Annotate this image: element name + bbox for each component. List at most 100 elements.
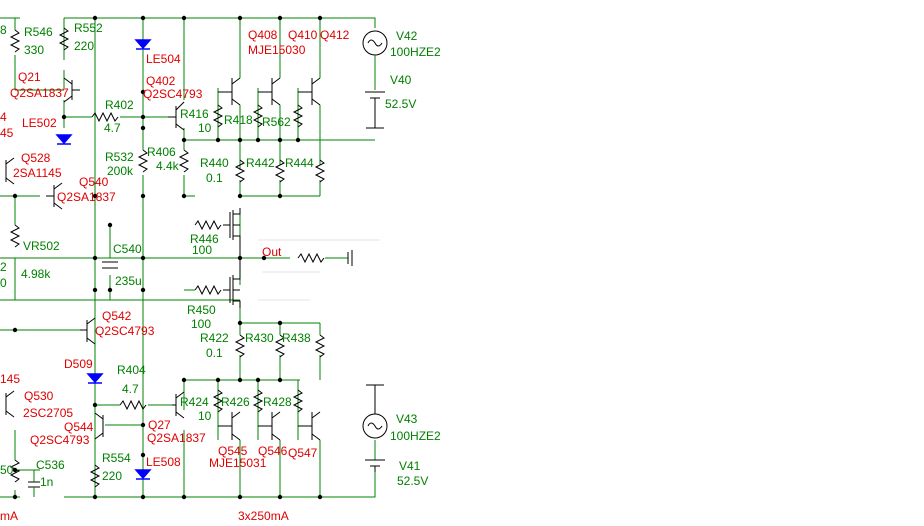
transistor-q544 [94,412,104,440]
label-r404: R404 [117,363,146,377]
resistor-r438 [314,334,326,358]
value-r404: 4.7 [122,382,139,396]
diode-d509 [86,373,104,384]
label-vr502: VR502 [23,239,60,253]
type-q528: 2SA1145 [13,166,62,180]
label-r402: R402 [105,98,134,112]
transistor-q528 [5,157,15,185]
mosfets [223,208,241,308]
transistor-q547 [298,411,321,441]
label-v41: V41 [399,459,421,473]
value-c540: 235u [115,274,142,288]
label-q546: Q546 [258,444,288,458]
label-r422: R422 [200,331,229,345]
value-r450: 100 [191,317,211,331]
label-r444: R444 [285,156,314,170]
label-d509: D509 [64,357,93,371]
label-le504: LE504 [146,52,181,66]
label-r562: R562 [262,115,291,129]
bottom-note: 3x250mA [238,509,289,523]
transistor-q27 [172,391,185,419]
diodes [55,39,152,480]
type-q545: MJE15031 [209,456,267,470]
transistors [5,77,321,441]
resistor-r552 [58,27,70,51]
value-c536: 1n [40,475,53,489]
value-r402: 4.7 [104,121,121,135]
label-q545: Q545 [218,444,248,458]
label-r430: R430 [245,331,274,345]
sources [347,30,388,472]
partial-label: 2 [0,260,7,274]
label-c540: C540 [113,242,142,256]
junction-dots [12,15,323,500]
value-r416: 10 [198,121,212,135]
resistor-r422 [234,334,246,358]
resistor-r450 [194,284,222,296]
transistor-q542 [80,317,96,345]
ground-output [347,250,353,266]
resistor-r406 [178,149,190,173]
label-r532: R532 [105,150,134,164]
diode-le502 [55,134,73,145]
diode-le504 [134,39,152,50]
label-r428: R428 [263,395,292,409]
label-r446: R446 [190,232,219,246]
label-r450: R450 [187,303,216,317]
capacitors [28,261,118,497]
resistor-r424 [212,389,224,413]
resistor-r442 [274,159,286,183]
resistor-left-bottom [9,459,21,483]
label-q544: Q544 [64,420,94,434]
type-q544: Q2SC4793 [30,433,90,447]
resistor-r430 [274,334,286,358]
value-r446: 100 [192,243,212,257]
label-q410: Q410 [288,28,318,42]
label-r418: R418 [224,113,253,127]
transistor-q408 [258,77,281,106]
resistor-r546 [9,29,21,53]
resistor-r562 [292,104,304,128]
label-q540: Q540 [79,175,109,189]
label-q547: Q547 [288,446,318,460]
label-q27: Q27 [148,418,171,432]
partial-label: 145 [0,372,20,386]
label-v40: V40 [390,73,412,87]
transistor-q545 [218,411,241,441]
label-q408: Q408 [248,28,278,42]
capacitor-c540 [102,261,118,269]
value-vr502: 4.98k [21,267,51,281]
label-out: Out [262,245,282,259]
resistor-r416 [212,104,224,128]
resistor-r440 [234,159,246,183]
value-v41: 52.5V [397,474,428,488]
value-v43: 100HZE2 [390,429,441,443]
value-r422: 0.1 [206,346,223,360]
resistors [9,27,326,488]
value-v40: 52.5V [385,97,416,111]
value-v42: 100HZE2 [390,45,441,59]
label-q542: Q542 [102,309,132,323]
transistor-q546 [258,411,281,441]
value-r406: 4.4k [156,159,180,173]
label-r416: R416 [180,107,209,121]
partial-label: mA [0,509,18,523]
label-r440: R440 [200,156,229,170]
value-r440: 0.1 [206,171,223,185]
resistor-load [297,252,325,264]
label-q530: Q530 [24,389,54,403]
value-r532: 200k [107,164,134,178]
value-r552: 220 [74,39,94,53]
resistor-r444 [314,159,326,183]
label-le502: LE502 [22,116,57,130]
transistor-q410 [298,77,321,106]
wires [0,17,376,498]
labels: 8 4 45 2 0 145 50 mA R546 330 R552 220 L… [0,21,441,523]
label-q412: Q412 [320,28,350,42]
source-v43 [362,413,388,439]
transistor-q21 [63,77,80,103]
mosfet-lower [223,258,241,308]
label-r554: R554 [102,451,131,465]
type-q402: Q2SC4793 [143,87,203,101]
partial-label: 4 [0,110,7,124]
